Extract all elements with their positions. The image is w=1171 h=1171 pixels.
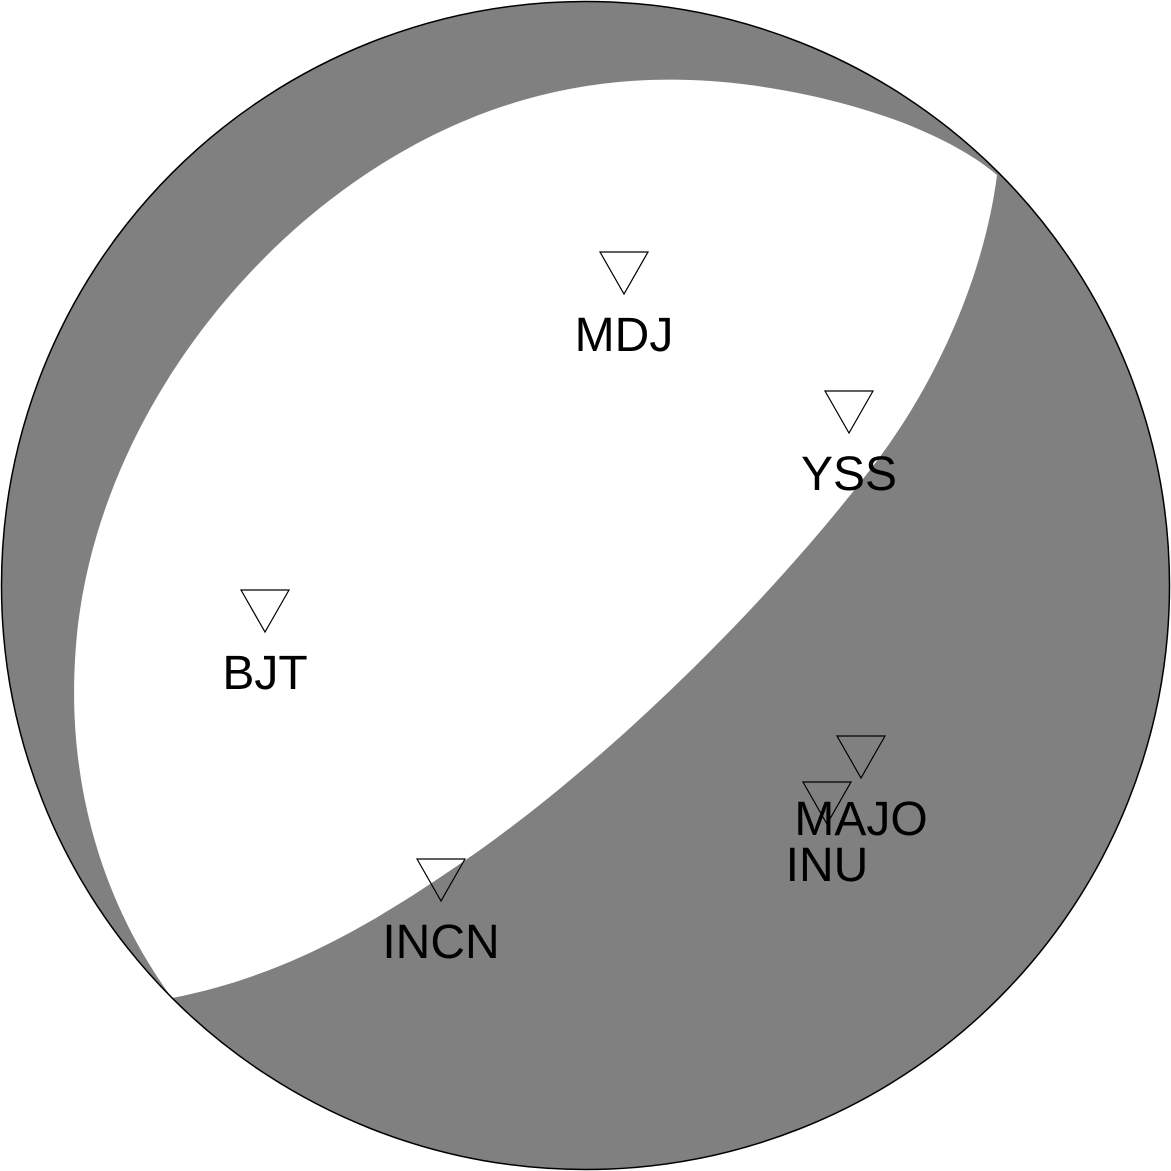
station-yss: YSS: [801, 390, 897, 501]
down-triangle-icon: [415, 858, 467, 903]
down-triangle-icon: [823, 390, 875, 435]
station-label: YSS: [801, 448, 897, 501]
station-inu: INU: [786, 781, 869, 892]
station-label: BJT: [222, 647, 307, 700]
station-label: INU: [786, 839, 869, 892]
station-majo: MAJO: [794, 735, 928, 846]
station-label: MDJ: [575, 309, 674, 362]
down-triangle-icon: [598, 251, 650, 296]
station-incn: INCN: [382, 858, 500, 969]
station-label: MAJO: [794, 793, 927, 846]
station-mdj: MDJ: [575, 251, 674, 362]
station-label: INCN: [382, 916, 499, 969]
down-triangle-icon: [239, 589, 291, 634]
station-bjt: BJT: [222, 589, 308, 700]
down-triangle-icon: [835, 735, 887, 780]
down-triangle-icon: [801, 781, 853, 826]
dilatational-region: [74, 79, 997, 998]
